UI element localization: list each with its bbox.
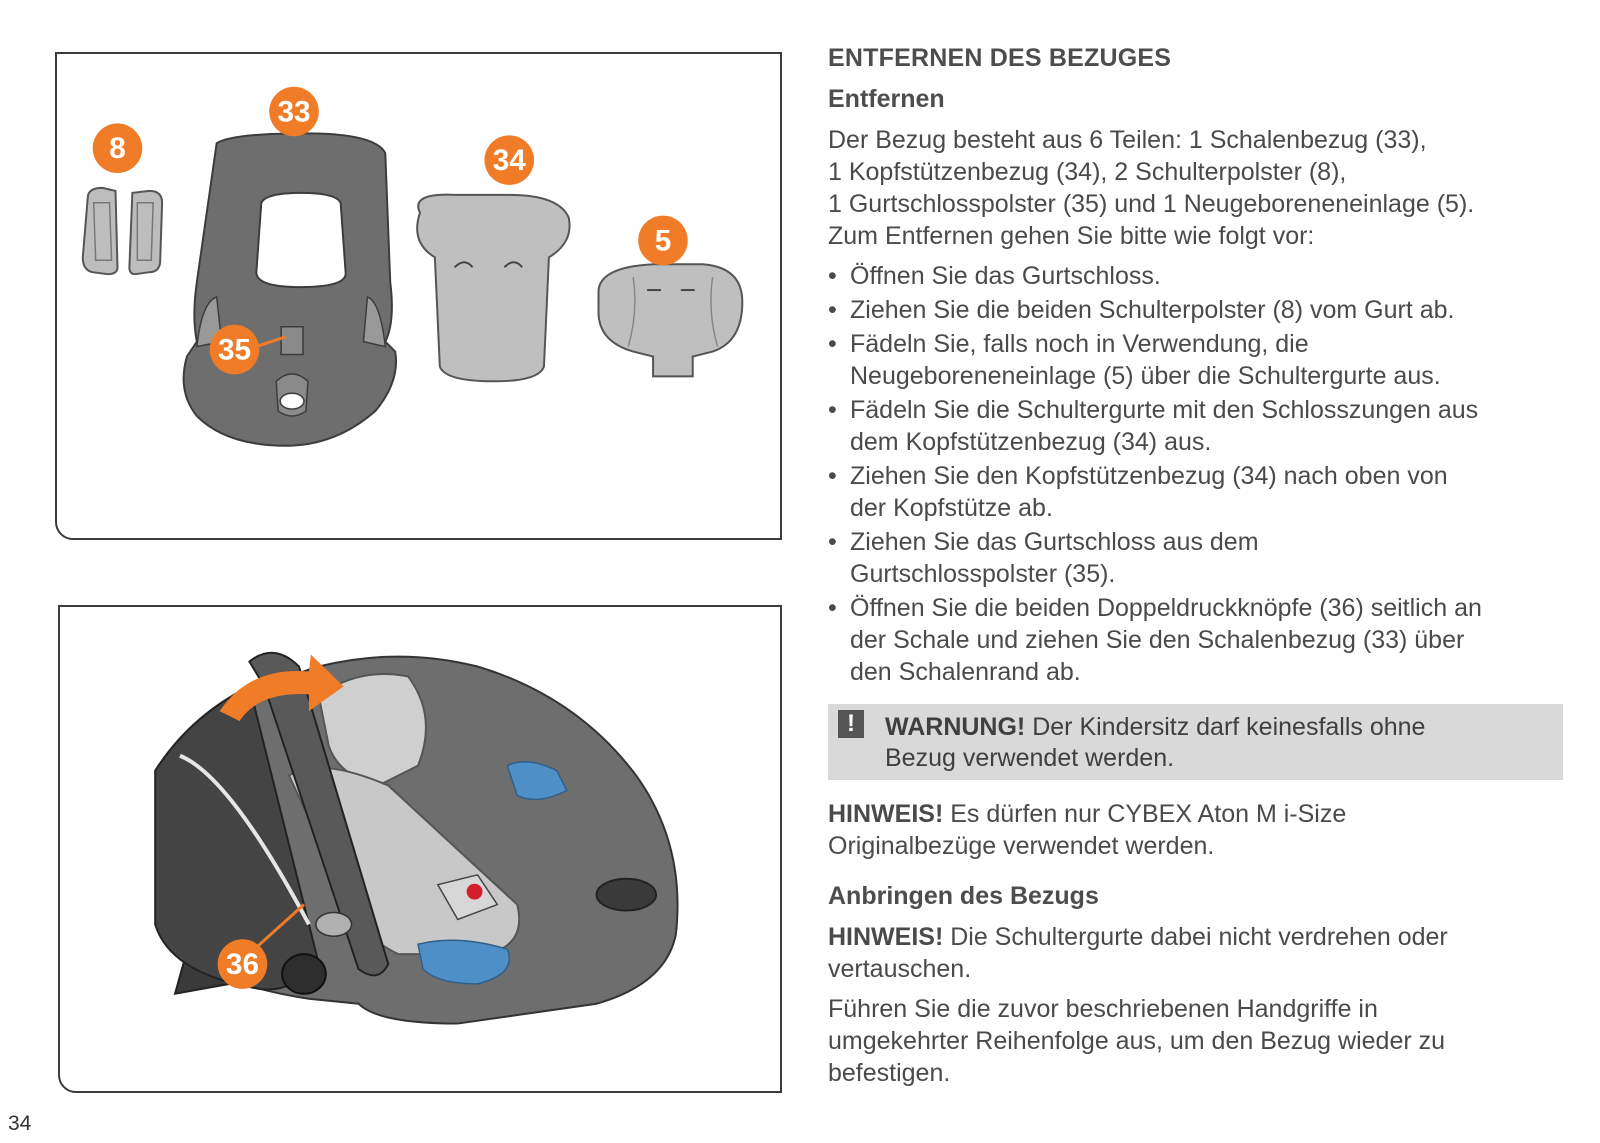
headrest-cover: [416, 193, 571, 383]
svg-text:8: 8: [109, 132, 126, 165]
intro-paragraph: Der Bezug besteht aus 6 Teilen: 1 Schale…: [828, 126, 1475, 250]
warning-icon: !: [838, 710, 864, 738]
removal-steps: Öffnen Sie das Gurtschloss. Ziehen Sie d…: [828, 260, 1563, 688]
svg-text:34: 34: [493, 144, 527, 177]
svg-text:35: 35: [218, 333, 251, 366]
note-no-twist: HINWEIS! Die Schultergurte dabei nicht v…: [828, 923, 1448, 983]
svg-text:36: 36: [226, 948, 259, 981]
subtitle-attach: Anbringen des Bezugs: [828, 882, 1099, 910]
callout-35: 35: [209, 324, 287, 375]
cover-parts-illustration: 8 33 34 5 35: [81, 86, 744, 447]
warning-box: ! WARNUNG! Der Kindersitz darf keinesfal…: [828, 704, 1563, 780]
closing-paragraph: Führen Sie die zuvor beschriebenen Handg…: [828, 995, 1446, 1087]
callout-5: 5: [638, 215, 688, 266]
list-item: Fädeln Sie die Schultergurte mit den Sch…: [828, 394, 1563, 458]
callout-8: 8: [92, 123, 143, 174]
headrest: [317, 673, 427, 787]
svg-text:33: 33: [277, 95, 310, 128]
callout-33: 33: [269, 86, 319, 137]
blue-pad-upper: [506, 760, 568, 801]
svg-text:5: 5: [655, 224, 672, 257]
shell-cover: [182, 132, 397, 447]
list-item: Ziehen Sie das Gurtschloss aus dem Gurts…: [828, 526, 1563, 590]
figure-cover-parts: 8 33 34 5 35: [55, 52, 782, 540]
blue-pad-lower: [417, 939, 510, 985]
car-seat-illustration: 36: [154, 651, 679, 1025]
figure-car-seat: 36: [58, 605, 782, 1093]
list-item: Ziehen Sie die beiden Schulterpolster (8…: [828, 294, 1563, 326]
section-title: ENTFERNEN DES BEZUGES: [828, 44, 1172, 72]
list-item: Öffnen Sie das Gurtschloss.: [828, 260, 1563, 292]
shoulder-pads: [81, 186, 164, 276]
list-item: Ziehen Sie den Kopfstützenbezug (34) nac…: [828, 460, 1563, 524]
note-original-covers: HINWEIS! Es dürfen nur CYBEX Aton M i-Si…: [828, 800, 1347, 860]
snap-button: [315, 911, 353, 938]
subtitle-remove: Entfernen: [828, 85, 945, 113]
instructions-column: ENTFERNEN DES BEZUGES Entfernen Der Bezu…: [828, 44, 1563, 1089]
warning-text: WARNUNG! Der Kindersitz darf keinesfalls…: [885, 713, 1426, 772]
page-number: 34: [8, 1112, 32, 1135]
list-item: Fädeln Sie, falls noch in Verwendung, di…: [828, 328, 1563, 392]
carry-handle: [248, 651, 390, 977]
buckle-button: [466, 883, 483, 900]
list-item: Öffnen Sie die beiden Doppeldruckknöpfe …: [828, 592, 1563, 688]
callout-36: 36: [217, 903, 305, 989]
newborn-insert: [597, 263, 744, 378]
rotate-arrow-icon: [219, 654, 344, 722]
callout-34: 34: [484, 135, 535, 185]
